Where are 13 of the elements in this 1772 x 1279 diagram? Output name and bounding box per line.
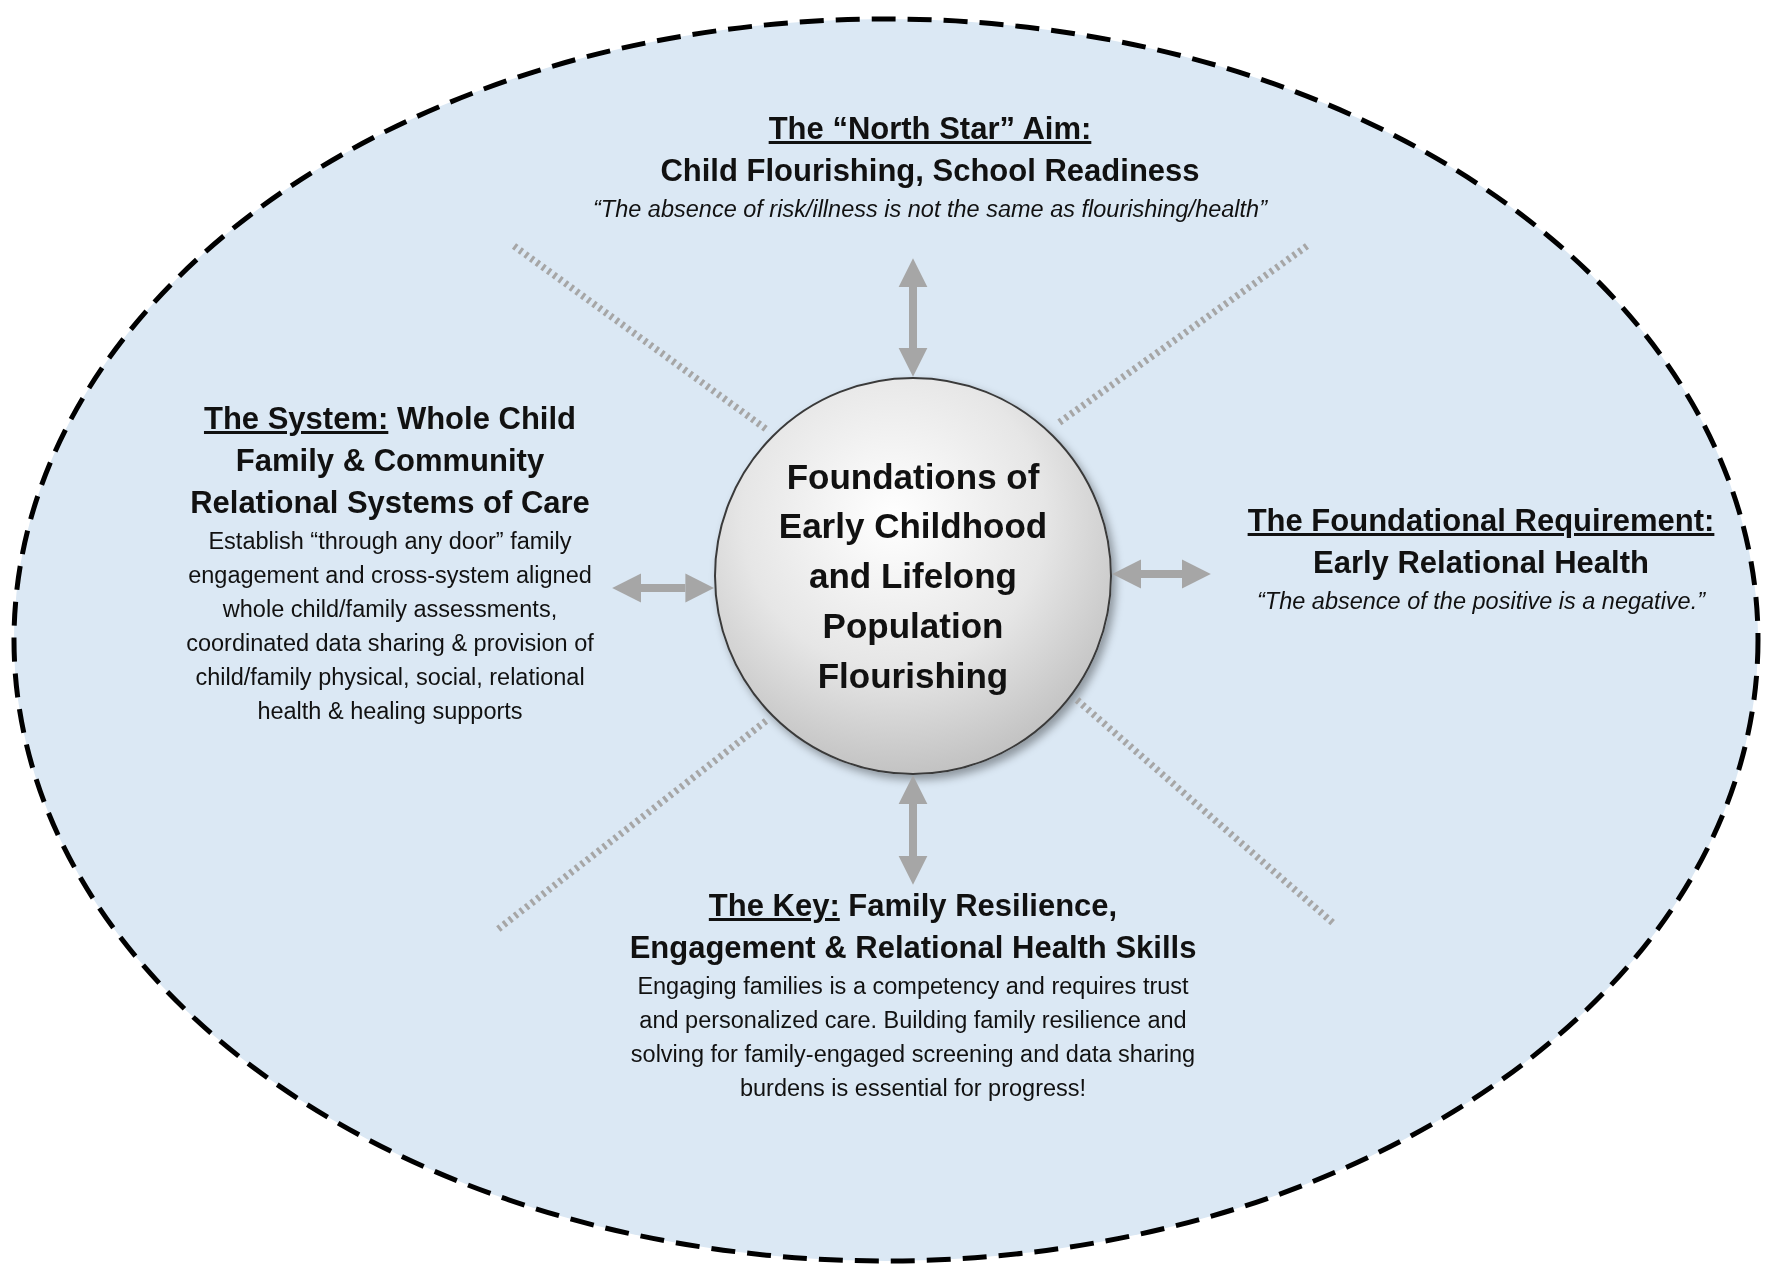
heading-text: The “North Star” Aim: Child Flourishing, School Readiness [659, 110, 1201, 190]
description-text: Establish “through any door” family engagement and cross-system aligned whole child/family assessments, coordinated data sharing & provision of child/family physical, social, relational health & healing supports [185, 526, 595, 726]
double-arrow [612, 573, 715, 603]
quote-text: “The absence of risk/illness is not the same as flourishing/health” [592, 194, 1269, 224]
heading-text: The System: Whole Child Family & Community Relational Systems of Care [189, 400, 591, 522]
quote-text: “The absence of the positive is a negative.” [1255, 586, 1707, 616]
description-text: Engaging families is a competency and requires trust and personalized care. Building family resilience and solving for family-engaged screening and data sharing burdens is essential for progress! [629, 971, 1197, 1103]
heading-text: The Key: Family Resilience, Engagement & Relational Health Skills [628, 887, 1198, 967]
double-arrow [898, 775, 928, 885]
double-arrow [898, 258, 928, 377]
heading-text: The Foundational Requirement: Early Relational Health [1246, 502, 1716, 582]
double-arrow [1112, 559, 1211, 589]
circle-label: Foundations of Early Childhood and Lifelong Population Flourishing [778, 455, 1048, 697]
